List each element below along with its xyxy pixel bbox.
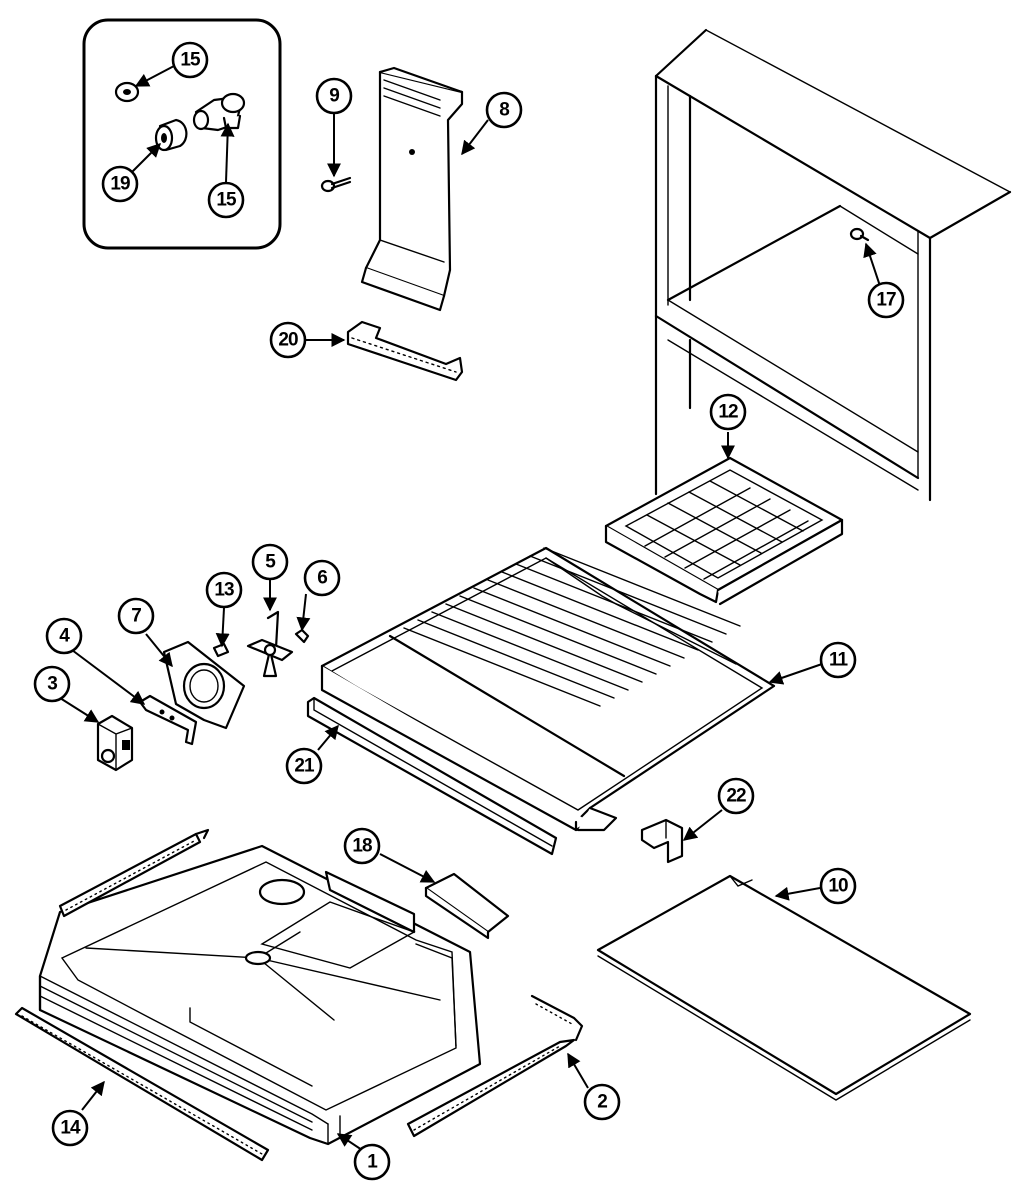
thermostat-part bbox=[96, 714, 134, 772]
leader-lines bbox=[59, 65, 881, 1151]
callout-label: 2 bbox=[597, 1092, 607, 1113]
callout-label: 13 bbox=[214, 580, 234, 601]
callout-label: 3 bbox=[47, 674, 57, 695]
callout-20: 20 bbox=[269, 321, 307, 359]
screw-part bbox=[320, 176, 352, 193]
cap-part bbox=[114, 81, 140, 103]
support-bracket-part bbox=[640, 818, 684, 864]
callout-label: 19 bbox=[110, 174, 130, 195]
callout-label: 14 bbox=[60, 1118, 81, 1139]
bracket-part bbox=[138, 694, 198, 746]
screw-part bbox=[212, 642, 230, 658]
callout-19: 19 bbox=[101, 165, 139, 203]
nut-part bbox=[294, 628, 310, 644]
callout-label: 17 bbox=[876, 290, 896, 311]
bushing-part bbox=[154, 118, 188, 152]
callout-label: 15 bbox=[216, 190, 237, 211]
deflector-part bbox=[424, 872, 510, 940]
callout-label: 5 bbox=[265, 552, 276, 573]
side-rail-part bbox=[58, 828, 210, 918]
callout-label: 9 bbox=[329, 86, 339, 107]
rear-rail-part bbox=[406, 994, 584, 1138]
fan-blade-part bbox=[246, 610, 294, 678]
callout-label: 6 bbox=[317, 568, 327, 589]
callout-label: 4 bbox=[59, 626, 70, 647]
callout-4: 4 bbox=[45, 617, 83, 655]
callout-label: 11 bbox=[829, 650, 849, 671]
gasket-strip-part bbox=[346, 320, 464, 382]
callout-label: 12 bbox=[718, 402, 738, 423]
front-rail-part bbox=[14, 1006, 270, 1162]
callout-label: 21 bbox=[294, 756, 315, 777]
screw-part bbox=[849, 227, 870, 242]
callout-label: 1 bbox=[367, 1152, 378, 1173]
callout-3: 3 bbox=[33, 665, 71, 703]
fan-shroud-part bbox=[162, 640, 246, 730]
callout-18: 18 bbox=[343, 827, 381, 865]
callout-label: 15 bbox=[180, 50, 201, 71]
callout-11: 11 bbox=[819, 641, 857, 679]
callout-14: 14 bbox=[51, 1109, 89, 1147]
callout-13: 13 bbox=[205, 571, 243, 609]
callout-21: 21 bbox=[285, 747, 323, 785]
shelf-part bbox=[320, 546, 776, 832]
callout-6: 6 bbox=[303, 559, 341, 597]
cover-panel-part bbox=[596, 874, 972, 1101]
ice-tray-part bbox=[604, 456, 844, 606]
callout-label: 10 bbox=[828, 876, 848, 897]
callout-15a: 15 bbox=[171, 41, 209, 79]
callout-15b: 15 bbox=[207, 181, 245, 219]
liner-assembly-part bbox=[38, 844, 482, 1146]
callout-5: 5 bbox=[251, 543, 289, 581]
callout-10: 10 bbox=[819, 867, 857, 905]
callout-label: 7 bbox=[131, 606, 141, 627]
callout-8: 8 bbox=[485, 91, 523, 129]
callout-12: 12 bbox=[709, 393, 747, 431]
callout-label: 8 bbox=[499, 100, 509, 121]
callout-17: 17 bbox=[867, 281, 905, 319]
callout-label: 20 bbox=[278, 330, 298, 351]
callout-9: 9 bbox=[315, 77, 353, 115]
callout-2: 2 bbox=[583, 1083, 621, 1121]
callout-1: 1 bbox=[353, 1143, 391, 1181]
callout-label: 22 bbox=[726, 786, 746, 807]
cabinet-outline bbox=[654, 28, 1012, 502]
trim-strip-part bbox=[306, 696, 558, 856]
knob-part bbox=[192, 92, 246, 132]
callout-7: 7 bbox=[117, 597, 155, 635]
callout-label: 18 bbox=[352, 836, 372, 857]
air-duct-cover-part bbox=[360, 66, 464, 312]
callout-22: 22 bbox=[717, 777, 755, 815]
